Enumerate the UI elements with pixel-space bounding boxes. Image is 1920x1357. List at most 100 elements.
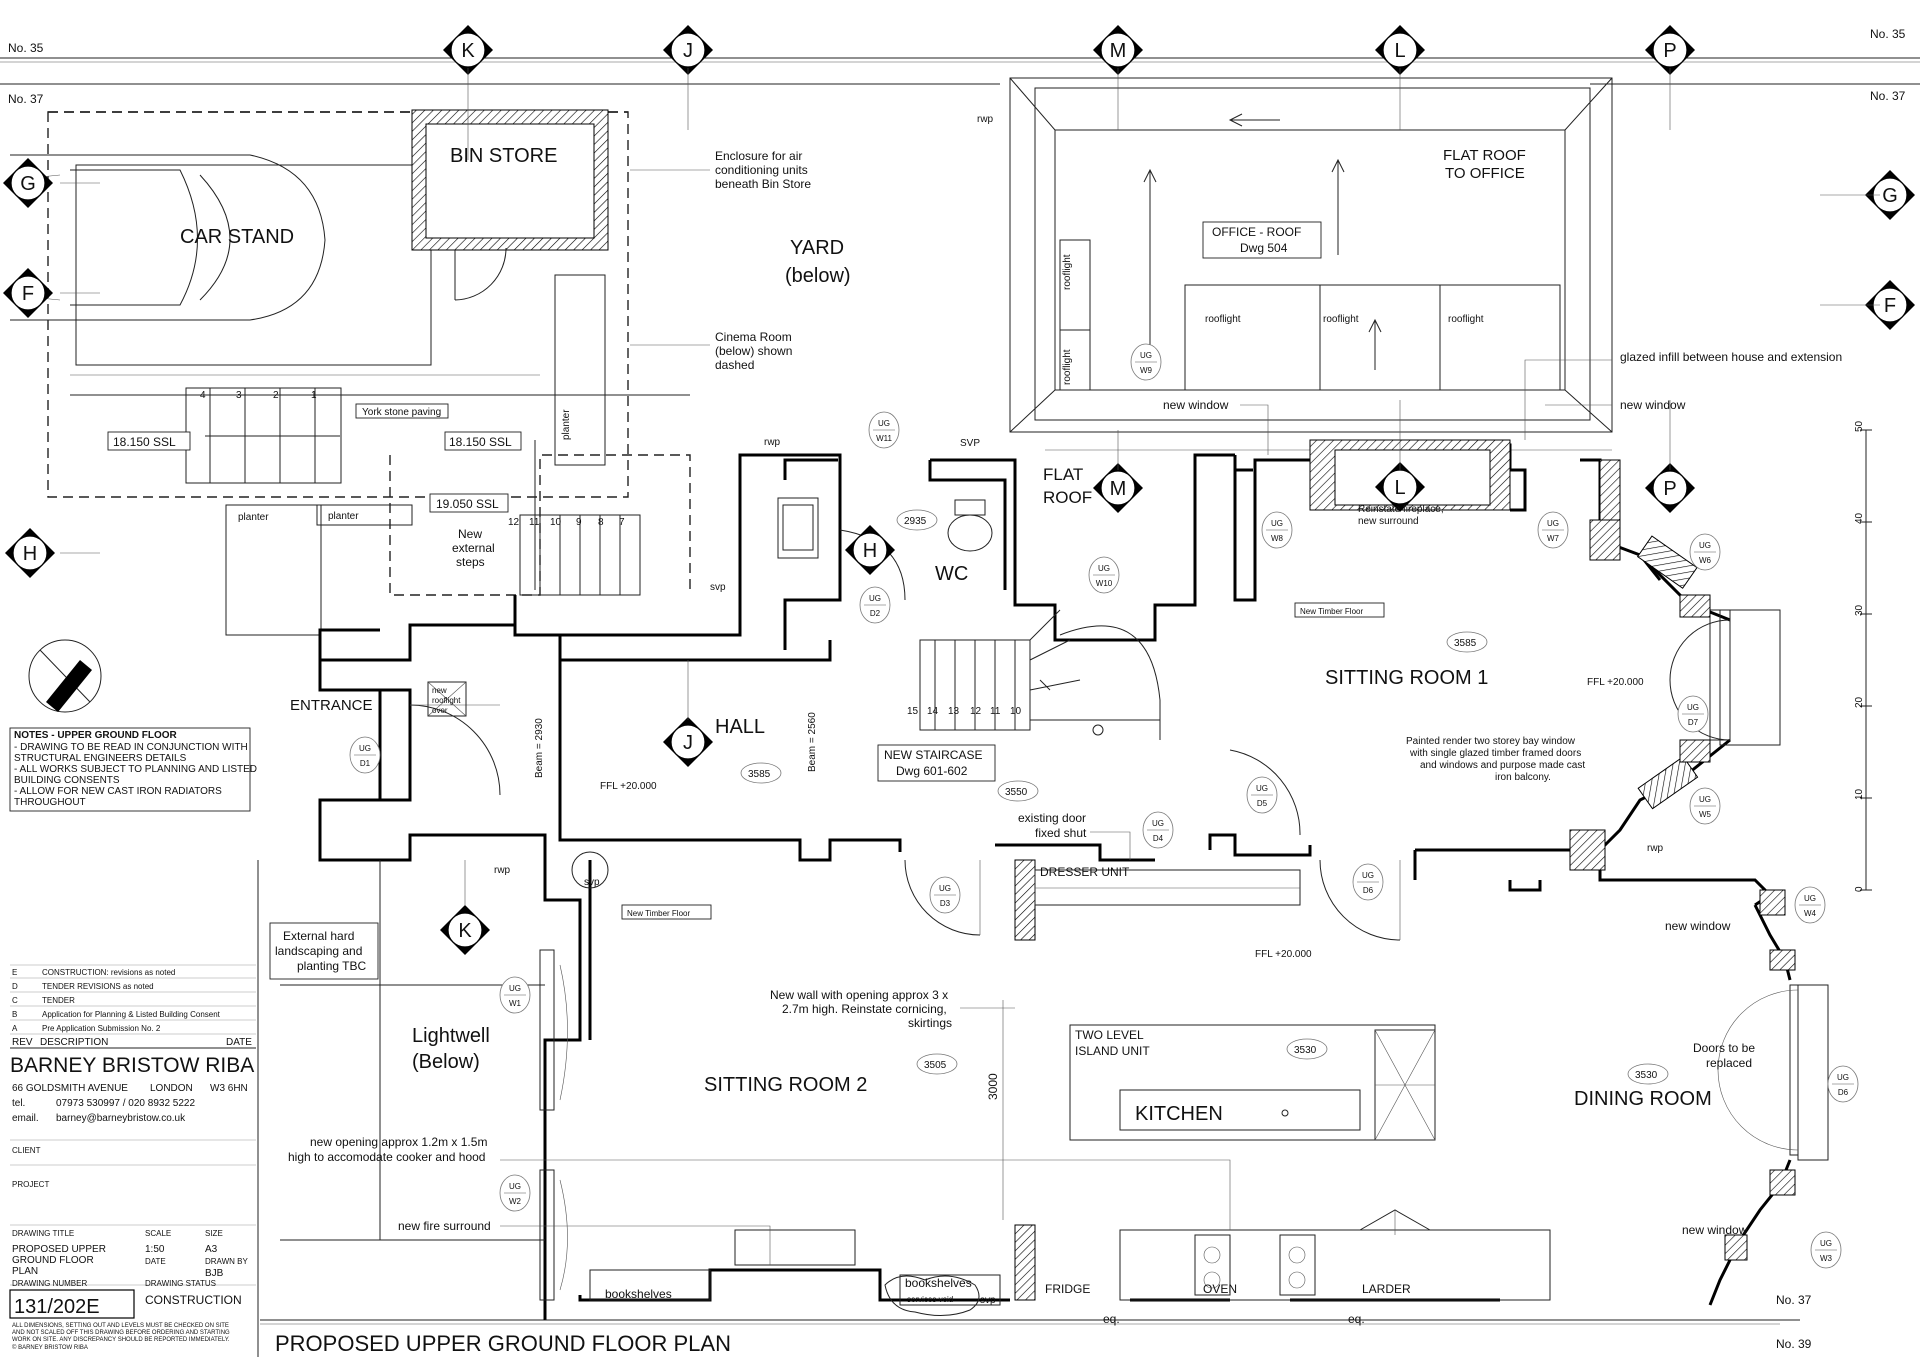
rwp-2: rwp <box>764 437 781 448</box>
rev-e-desc: CONSTRUCTION: revisions as noted <box>42 968 175 977</box>
status-label: DRAWING STATUS <box>145 1279 216 1288</box>
stair-step-number: 12 <box>970 706 982 717</box>
door-tag-bottom: W3 <box>1820 1254 1833 1263</box>
level-3530-dining: 3530 <box>1635 1070 1658 1081</box>
note-new-fire: new fire surround <box>398 1219 491 1233</box>
door-tag-bottom: W9 <box>1140 366 1153 375</box>
door-tag-bottom: D3 <box>940 899 951 908</box>
level-3530-kitchen: 3530 <box>1294 1045 1317 1056</box>
note-new-wall-1: New wall with opening approx 3 x <box>770 988 948 1002</box>
grid-marker-label: L <box>1394 477 1405 499</box>
rev-c-desc: TENDER <box>42 996 75 1005</box>
scale-value: 1:50 <box>145 1244 165 1255</box>
client-label: CLIENT <box>12 1146 41 1155</box>
grid-marker-label: F <box>22 283 34 305</box>
ext-steps-label-2: external <box>452 541 495 555</box>
door-tag-top: UG <box>1804 894 1816 903</box>
note-cinema-3: dashed <box>715 358 754 372</box>
grid-marker-j: J <box>663 717 713 767</box>
room-sitting-room-1: SITTING ROOM 1 <box>1325 667 1488 689</box>
note-bay-3: and windows and purpose made cast <box>1420 760 1585 771</box>
stair-step-number: 14 <box>927 706 939 717</box>
ffl-sitting-1: FFL +20.000 <box>1587 677 1644 688</box>
note-new-window-4: new window <box>1682 1223 1748 1237</box>
rooflight-1: rooflight <box>1205 314 1241 325</box>
tel-label: tel. <box>12 1098 25 1109</box>
grid-marker-l: L <box>1375 462 1425 512</box>
kitchen-fittings <box>1034 869 1551 1301</box>
grid-marker-f: F <box>1865 280 1915 330</box>
note-new-opening-2: high to accomodate cooker and hood <box>288 1150 485 1164</box>
disclaimer-2: AND NOT SCALED OFF THIS DRAWING BEFORE O… <box>12 1330 230 1336</box>
notes-line-2: STRUCTURAL ENGINEERS DETAILS <box>14 753 187 764</box>
neighbour-no35-right: No. 35 <box>1870 27 1906 41</box>
drawing-number: 131/202E <box>14 1296 100 1318</box>
larder-label: LARDER <box>1362 1282 1411 1296</box>
rwp-1: rwp <box>977 114 994 125</box>
neighbour-no37-bottom: No. 37 <box>1776 1293 1812 1307</box>
ext-step-top-number: 3 <box>236 390 242 401</box>
door-tag-top: UG <box>1256 784 1268 793</box>
sitting-2-fittings <box>589 1229 1001 1316</box>
note-enclosure-1: Enclosure for air <box>715 149 802 163</box>
door-tag-top: UG <box>1837 1073 1849 1082</box>
door-tag-bottom: W10 <box>1096 579 1113 588</box>
disclaimer-1: ALL DIMENSIONS, SETTING OUT AND LEVELS M… <box>12 1323 229 1329</box>
services-void: services void <box>907 1295 953 1304</box>
scale-tick-30: 30 <box>1854 604 1865 616</box>
door-tag-top: UG <box>1820 1239 1832 1248</box>
note-glazed-infill: glazed infill between house and extensio… <box>1620 350 1842 364</box>
dim-3000: 3000 <box>986 1073 1000 1100</box>
door-tag-bottom: W8 <box>1271 534 1284 543</box>
neighbour-no35-left: No. 35 <box>8 41 44 55</box>
door-tag-top: UG <box>869 594 881 603</box>
rev-d-letter: D <box>12 982 18 991</box>
door-tag-bottom: D7 <box>1688 718 1699 727</box>
grid-marker-j: J <box>663 25 713 75</box>
rooflight-2: rooflight <box>1323 314 1359 325</box>
door-tag-ug-w10: UG W10 <box>1088 556 1120 594</box>
drawn-label: DRAWN BY <box>205 1257 248 1266</box>
planter-label-3: planter <box>561 409 572 440</box>
new-rooflight-1: new <box>432 686 447 695</box>
note-ext-landscape-2: landscaping and <box>275 944 362 958</box>
svp-3: svp <box>584 877 600 888</box>
room-yard: YARD <box>790 237 844 259</box>
door-tag-top: UG <box>1699 795 1711 804</box>
project-label: PROJECT <box>12 1180 49 1189</box>
rooflight-side-2: rooflight <box>1062 349 1073 385</box>
room-dining-room: DINING ROOM <box>1574 1088 1712 1110</box>
door-tag-top: UG <box>509 984 521 993</box>
north-arrow <box>28 639 102 713</box>
door-tag-bottom: W6 <box>1699 556 1712 565</box>
ext-step-bottom-number: 12 <box>508 517 520 528</box>
room-wc: WC <box>935 563 968 585</box>
svp-1: SVP <box>960 438 980 449</box>
timber-floor-1: New Timber Floor <box>1300 607 1363 616</box>
email-label: email. <box>12 1113 39 1124</box>
grid-marker-label: J <box>683 40 693 62</box>
door-tag-top: UG <box>1098 564 1110 573</box>
door-tag-top: UG <box>509 1182 521 1191</box>
ext-step-top-number: 4 <box>200 390 206 401</box>
firm-city: LONDON <box>150 1083 193 1094</box>
firm-address: 66 GOLDSMITH AVENUE <box>12 1083 128 1094</box>
drawing-caption: PROPOSED UPPER GROUND FLOOR PLAN <box>275 1331 731 1356</box>
door-tag-top: UG <box>878 419 890 428</box>
rev-header-desc: DESCRIPTION <box>40 1037 108 1048</box>
room-bin-store: BIN STORE <box>450 145 557 167</box>
note-bay-2: with single glazed timber framed doors <box>1409 748 1581 759</box>
notes-line-3: - ALL WORKS SUBJECT TO PLANNING AND LIST… <box>14 764 257 775</box>
level-3505: 3505 <box>924 1060 947 1071</box>
note-new-opening-1: new opening approx 1.2m x 1.5m <box>310 1135 487 1149</box>
dresser-unit: DRESSER UNIT <box>1040 865 1130 879</box>
ssl-mid: 18.150 SSL <box>449 435 512 449</box>
